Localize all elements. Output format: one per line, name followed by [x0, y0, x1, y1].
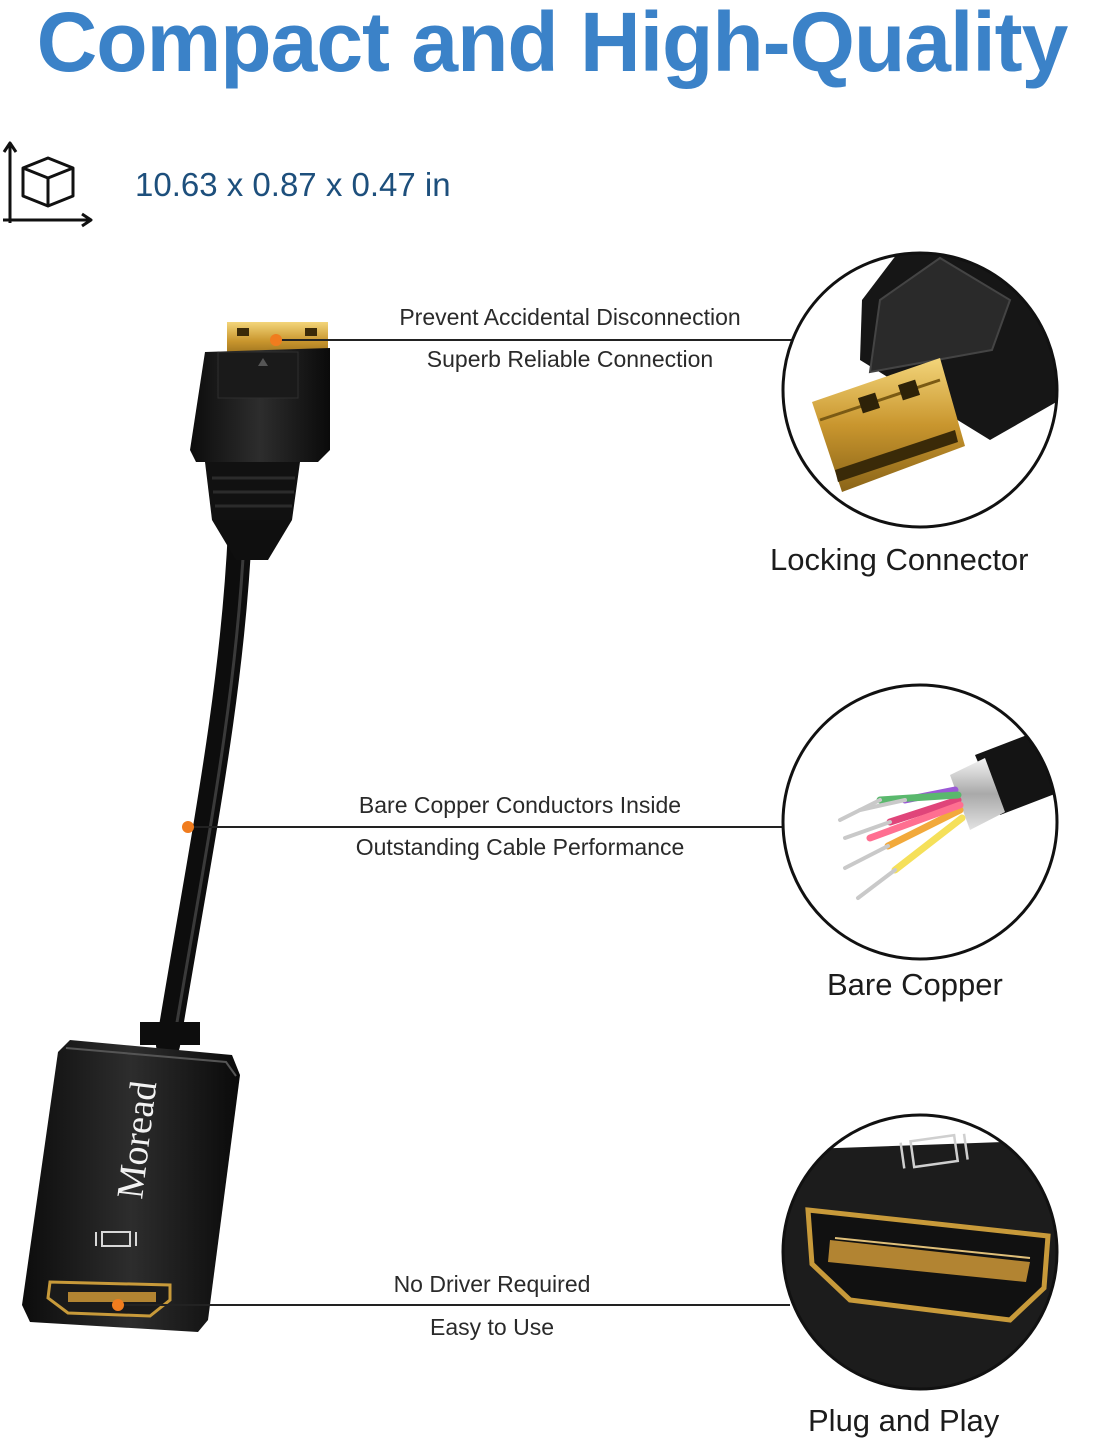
dimensions-cube-icon: [2, 141, 93, 228]
callout-3-line1: No Driver Required: [393, 1271, 591, 1297]
cable: [156, 518, 252, 1057]
marker-dot: [270, 334, 282, 346]
callout-2-line1: Bare Copper Conductors Inside: [358, 792, 682, 818]
marker-dot: [182, 821, 194, 833]
hdmi-port-detail: [781, 1113, 1059, 1391]
callout-2-line2: Outstanding Cable Performance: [355, 834, 685, 860]
callout-1-line2: Superb Reliable Connection: [426, 346, 714, 372]
page-title: Compact and High-Quality: [36, 0, 1069, 89]
marker-dot: [112, 1299, 124, 1311]
feature-plug-and-play: Plug and Play: [808, 1403, 1000, 1438]
hdmi-adapter: Moread: [22, 1022, 240, 1332]
bare-copper-detail: [781, 683, 1059, 961]
feature-bare-copper: Bare Copper: [827, 967, 1003, 1002]
callout-3-line2: Easy to Use: [430, 1314, 554, 1340]
feature-locking-connector: Locking Connector: [770, 542, 1029, 577]
callout-1-line1: Prevent Accidental Disconnection: [399, 304, 741, 330]
locking-connector-detail: [781, 251, 1059, 529]
dimensions-text: 10.63 x 0.87 x 0.47 in: [135, 166, 451, 203]
displayport-connector: [190, 322, 330, 560]
